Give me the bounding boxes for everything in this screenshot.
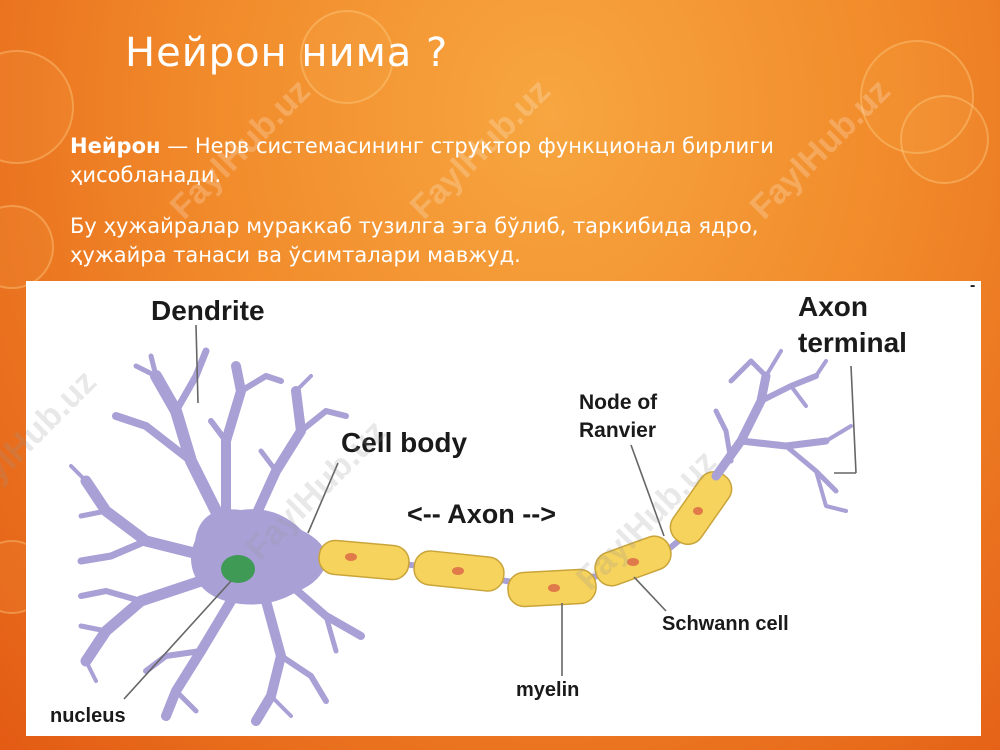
- label-axon-terminal-line1: Axon: [798, 291, 868, 322]
- neuron-illustration: [69, 324, 857, 726]
- label-cell-body: Cell body: [341, 427, 468, 458]
- label-dendrite: Dendrite: [151, 295, 265, 326]
- label-schwann-cell: Schwann cell: [662, 613, 789, 635]
- pointer-nucleus: [123, 580, 232, 700]
- pointer-schwann: [633, 576, 667, 612]
- schwann-nucleus: [627, 558, 639, 566]
- neuron-diagram: Dendrite Axon terminal Node of Ranvier C…: [0, 277, 981, 736]
- axon-terminal-branches: [711, 349, 853, 513]
- label-node-line1: Node of: [579, 391, 658, 414]
- definition-paragraph: Нейрон — Нерв системасининг структор фун…: [70, 132, 850, 190]
- decor-bubble: [300, 10, 394, 104]
- pointer-lines: [123, 324, 857, 700]
- label-axon: <-- Axon -->: [407, 499, 557, 529]
- nucleus-shape: [221, 555, 255, 583]
- schwann-nucleus: [548, 584, 560, 592]
- structure-paragraph: Бу ҳужайралар мураккаб тузилга эга бўлиб…: [70, 214, 759, 267]
- slide-title: Нейрон нима ?: [125, 30, 449, 76]
- definition-text: — Нерв системасининг структор функционал…: [70, 134, 774, 187]
- schwann-nucleus: [345, 553, 357, 561]
- pointer-node: [630, 444, 665, 537]
- decor-bubble: [900, 95, 989, 184]
- label-myelin: myelin: [516, 679, 580, 701]
- pointer-axon-terminal: [850, 365, 857, 474]
- schwann-nuclei: [345, 507, 703, 592]
- label-axon-terminal: Axon terminal: [798, 289, 907, 361]
- dendrites: [69, 347, 365, 726]
- label-node-line2: Ranvier: [579, 419, 657, 442]
- label-axon-terminal-line2: terminal: [798, 327, 907, 358]
- schwann-nucleus: [693, 507, 703, 515]
- schwann-nucleus: [452, 567, 464, 575]
- pointer-cell-body: [307, 462, 339, 534]
- cell-body-shape: [191, 509, 328, 605]
- decor-bubble: [0, 50, 74, 164]
- pointer-dendrite: [195, 324, 199, 404]
- neuron-shape: [69, 347, 365, 726]
- label-node-of-ranvier: Node of Ranvier: [579, 389, 657, 445]
- label-nucleus: nucleus: [50, 705, 126, 727]
- term-neuron: Нейрон: [70, 134, 161, 158]
- corner-mark: -: [970, 277, 976, 294]
- decor-bubble: [0, 205, 54, 289]
- myelin-segment: [318, 539, 410, 581]
